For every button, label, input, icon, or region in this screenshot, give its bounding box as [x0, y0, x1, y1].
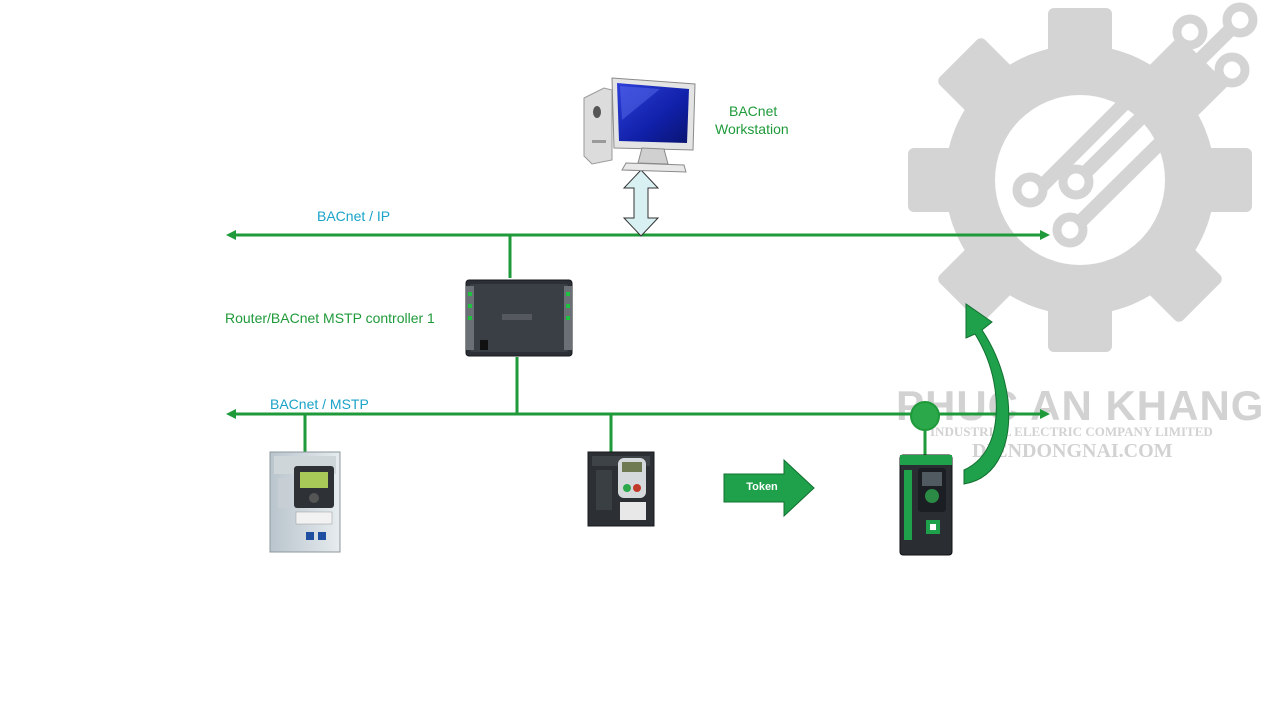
- workstation-computer-icon: [583, 77, 696, 173]
- watermark-site: DIENDONGNAI.COM: [972, 440, 1173, 462]
- watermark-company-name: PHUC AN KHANG: [896, 382, 1265, 429]
- variable-frequency-drive-2-icon: [587, 451, 655, 527]
- workstation-label-line2: Workstation: [715, 121, 789, 137]
- token-label: Token: [746, 481, 778, 493]
- bacnet-mstp-label: BACnet / MSTP: [270, 396, 369, 412]
- bacnet-ip-label: BACnet / IP: [317, 208, 391, 224]
- token-holder-marker: [910, 401, 940, 431]
- double-arrow-icon: [622, 169, 660, 237]
- router-label: Router/BACnet MSTP controller 1: [225, 310, 435, 326]
- router-controller-icon: [465, 279, 573, 357]
- workstation-label-line1: BACnet: [729, 103, 778, 119]
- variable-frequency-drive-1-icon: [269, 451, 341, 553]
- variable-frequency-drive-3-icon: [899, 454, 953, 556]
- token-arrow-icon: [723, 458, 815, 518]
- bacnet-ip-bus: [226, 230, 1050, 278]
- curved-arrow-icon: [963, 303, 1010, 485]
